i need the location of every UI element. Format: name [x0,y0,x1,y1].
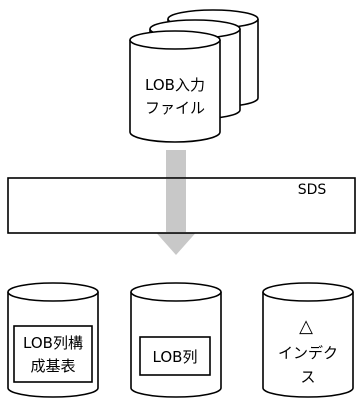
index-label-line2: ス [300,368,315,386]
lob-column-box [139,336,211,376]
index-triangle-icon: △ [299,316,313,337]
input-file-label-line1: LOB入力 [145,76,205,94]
lob-table-label-line1: LOB列構 [23,334,83,352]
sds-label: SDS [298,182,327,198]
lob-column-label: LOB列 [153,348,198,366]
input-file-label-line2: ファイル [145,99,205,117]
lob-table-box [13,325,93,383]
index-label-line1: インデク [278,344,338,362]
output-cylinder-index: △ インデク ス [262,282,354,398]
input-file-stack: LOB入力 ファイル [129,9,259,143]
output-cylinder-lob-column: LOB列 [130,282,222,398]
input-cylinder-front [129,30,221,143]
output-cylinder-lob-table: LOB列構 成基表 [7,282,99,398]
sds-box: SDS [7,177,356,234]
lob-table-label-line2: 成基表 [30,357,75,375]
